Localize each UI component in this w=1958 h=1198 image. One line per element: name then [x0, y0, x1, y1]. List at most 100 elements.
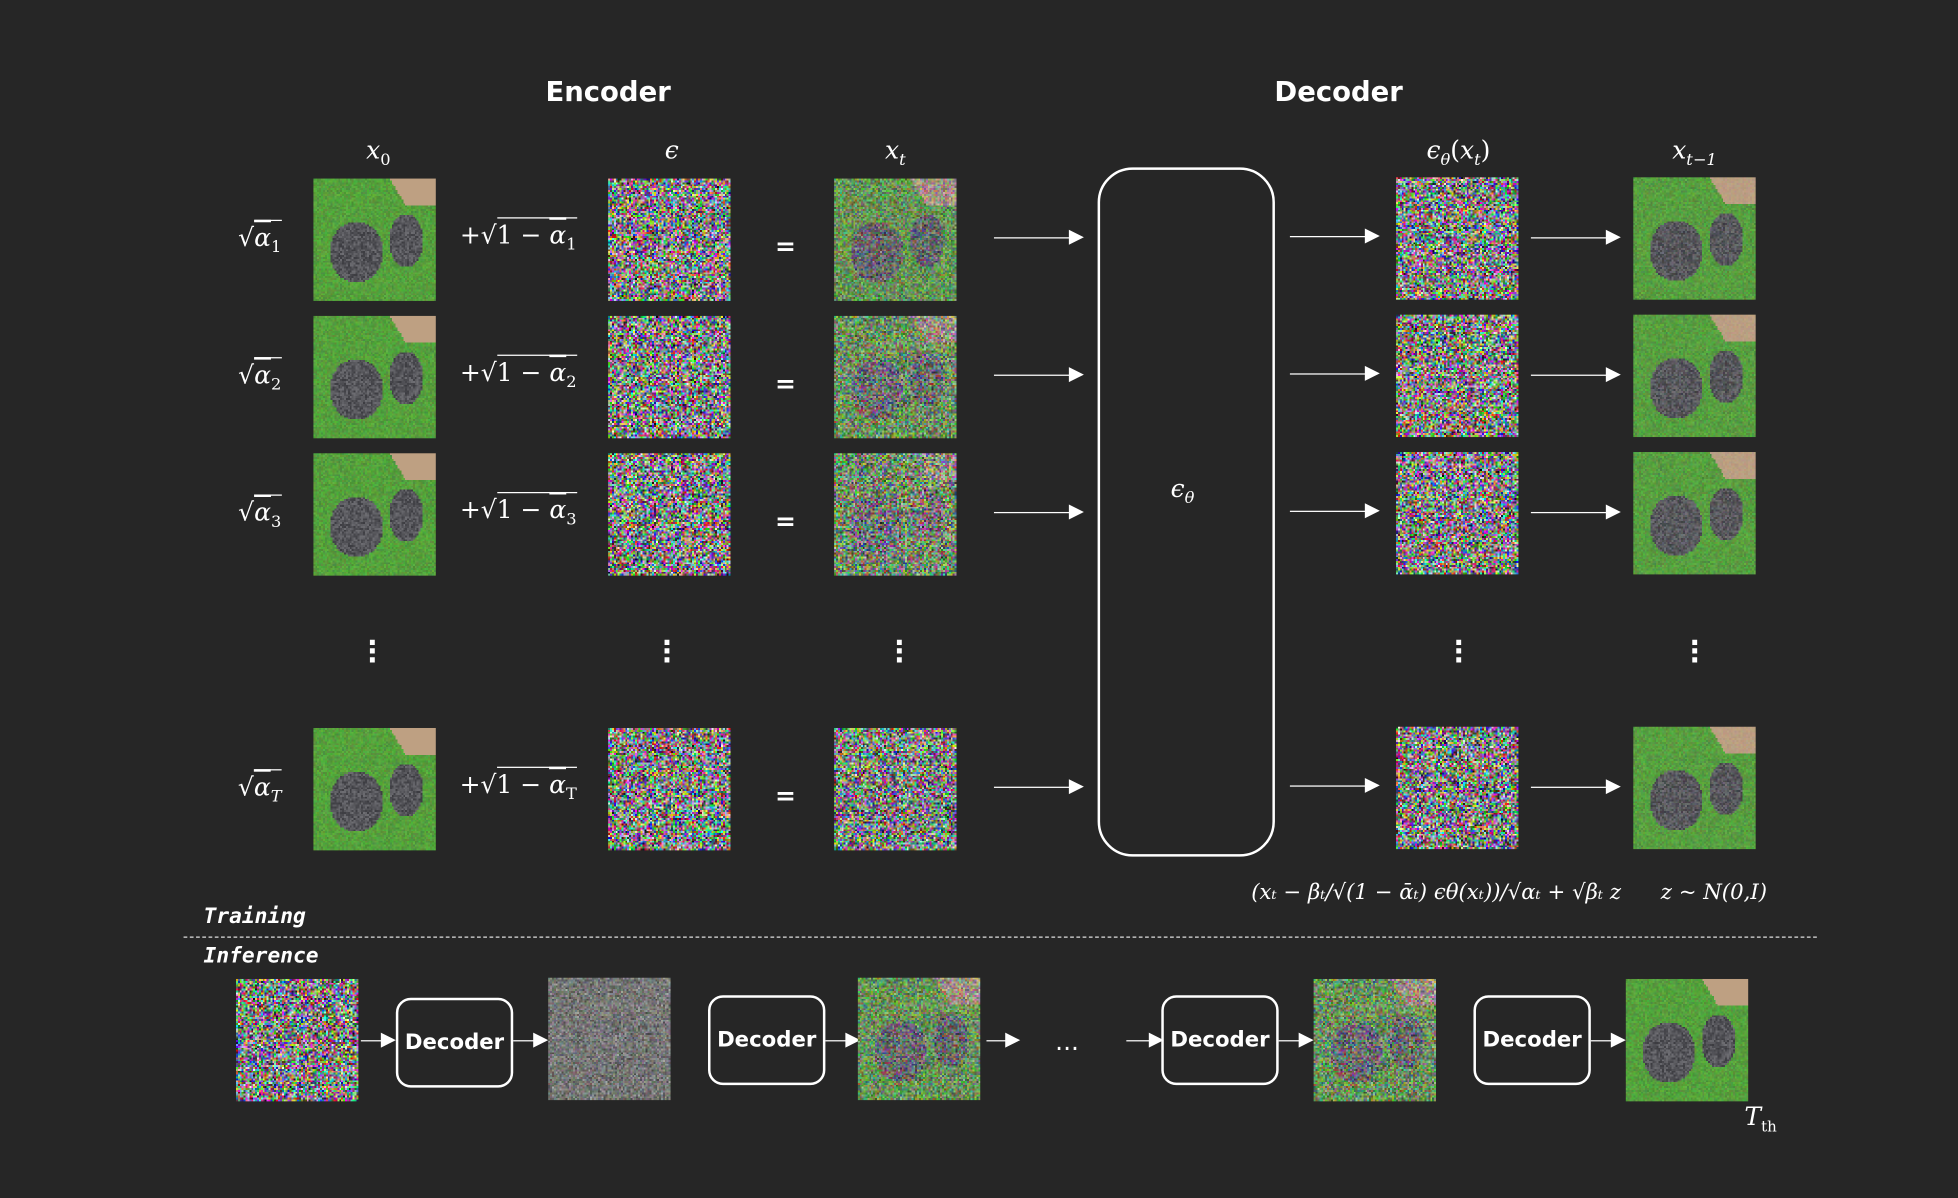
noisy-image-xt: [834, 178, 957, 301]
vertical-ellipsis: · · ·: [661, 628, 673, 677]
sqrt-sign: √: [480, 494, 497, 525]
arrow-icon: [360, 1032, 396, 1048]
alpha-bar: α: [549, 357, 567, 388]
equals-sign: =: [774, 368, 796, 399]
one-minus: 1 −: [496, 494, 550, 525]
arrow-icon: [1530, 504, 1621, 520]
arrow-icon: [1278, 1032, 1314, 1048]
decoder-title: Decoder: [1274, 77, 1403, 109]
equals-sign: =: [774, 780, 796, 811]
inference-image: [857, 977, 981, 1101]
radicand: 1 − α3: [496, 491, 577, 529]
sqrt-alpha-bar-coef: √α3: [238, 494, 282, 532]
noise-epsilon-image: [608, 727, 731, 851]
inference-image: [1625, 978, 1749, 1102]
predicted-noise-image: [1396, 177, 1519, 300]
decoder-block-label: Decoder: [404, 1030, 505, 1056]
radicand: 1 − α2: [496, 354, 577, 392]
decoder-block-label: Decoder: [1482, 1027, 1582, 1053]
vertical-ellipsis: · · ·: [1689, 628, 1700, 677]
plus-sign: +: [459, 769, 481, 800]
sqrt-alpha-bar-coef: √α1: [238, 219, 282, 257]
subscript: 3: [566, 510, 577, 530]
equals-sign: =: [774, 231, 796, 261]
arrow-icon: [1530, 779, 1621, 795]
radicand: αT: [253, 769, 282, 807]
noise-epsilon-image: [608, 178, 731, 301]
col-label-xt-minus-1: xt−1: [1672, 134, 1717, 170]
sqrt-sign: √: [237, 771, 254, 802]
arrow-icon: [993, 504, 1084, 520]
decoder-block: Decoder: [1161, 995, 1279, 1086]
alpha-bar: α: [549, 219, 567, 250]
decoder-block-label: Decoder: [717, 1027, 817, 1053]
subscript: 1: [566, 236, 577, 255]
alpha-bar: α: [254, 222, 271, 253]
arrow-icon: [993, 779, 1084, 795]
predicted-noise-image: [1396, 452, 1519, 575]
sqrt-sign: √: [480, 769, 497, 800]
decoder-block: Decoder: [708, 995, 826, 1086]
alpha-bar: α: [253, 771, 271, 802]
col-label-x0: x0: [366, 134, 391, 170]
clean-image-x0: [313, 178, 436, 301]
radicand: α1: [254, 219, 282, 257]
arrow-icon: [993, 229, 1084, 245]
inference-ellipsis: ...: [1055, 1026, 1079, 1057]
arrow-icon: [1530, 229, 1621, 245]
inference-image-noise: [236, 978, 359, 1102]
alpha-bar: α: [549, 494, 567, 525]
arrow-icon: [1530, 367, 1621, 383]
sqrt-sign: √: [238, 496, 255, 527]
clean-image-x0: [313, 315, 436, 439]
one-minus: 1 −: [496, 219, 550, 250]
col-label-xt: xt: [885, 134, 906, 170]
sqrt-alpha-bar-coef: √α2: [238, 357, 282, 395]
denoised-image-xt-minus-1: [1633, 726, 1756, 850]
plus-sign: +: [459, 219, 481, 250]
arrow-icon: [993, 367, 1084, 383]
subscript: 2: [566, 373, 577, 393]
noisy-image-xt: [834, 315, 957, 439]
alpha-bar: α: [549, 769, 567, 800]
inference-label: Inference: [203, 944, 319, 969]
arrow-icon: [1590, 1032, 1626, 1048]
radicand: α3: [254, 494, 282, 532]
subscript: 1: [270, 238, 282, 258]
sqrt-sign: √: [480, 219, 497, 250]
arrow-icon: [1289, 228, 1380, 244]
inference-image: [548, 977, 671, 1101]
radicand: 1 − αT: [496, 766, 577, 804]
subscript: 3: [270, 513, 282, 532]
one-minus: 1 −: [496, 357, 550, 388]
vertical-ellipsis: · · ·: [894, 628, 905, 677]
denoised-image-xt-minus-1: [1633, 314, 1756, 438]
inference-image: [1313, 978, 1437, 1102]
radicand: α2: [254, 357, 282, 395]
arrow-icon: [1289, 503, 1380, 519]
denoised-image-xt-minus-1: [1633, 452, 1756, 575]
arrow-icon: [1289, 365, 1380, 381]
sqrt-one-minus-alpha-bar-coef: +√1 − α3: [460, 491, 577, 529]
sqrt-one-minus-alpha-bar-coef: +√1 − α1: [459, 217, 577, 255]
decoder-block: Decoder: [1473, 995, 1591, 1086]
training-label: Training: [203, 904, 306, 930]
noise-epsilon-image: [608, 453, 731, 576]
alpha-bar: α: [254, 359, 271, 390]
arrow-icon: [1289, 777, 1380, 793]
decoder-block-label: Decoder: [1170, 1027, 1270, 1053]
sampling-formula: (xₜ − βₜ/√(1 − ᾱₜ) ϵθ(xₜ))/√αₜ + √βₜ z: [1251, 880, 1622, 906]
final-step-label: Tth: [1744, 1101, 1777, 1136]
sqrt-one-minus-alpha-bar-coef: +√1 − α2: [460, 354, 577, 392]
subscript: T: [566, 785, 577, 805]
decoder-block: Decoder: [395, 997, 514, 1088]
equals-sign: =: [774, 505, 796, 536]
arrow-icon: [986, 1032, 1021, 1048]
sqrt-one-minus-alpha-bar-coef: +√1 − αT: [459, 766, 577, 804]
arrow-icon: [1126, 1032, 1164, 1048]
one-minus: 1 −: [496, 769, 550, 800]
noise-distribution: z ~ N(0,I): [1660, 880, 1768, 906]
noise-predictor-box: [1097, 167, 1275, 857]
col-label-eps-theta-xt: ϵθ(xt): [1426, 134, 1491, 170]
